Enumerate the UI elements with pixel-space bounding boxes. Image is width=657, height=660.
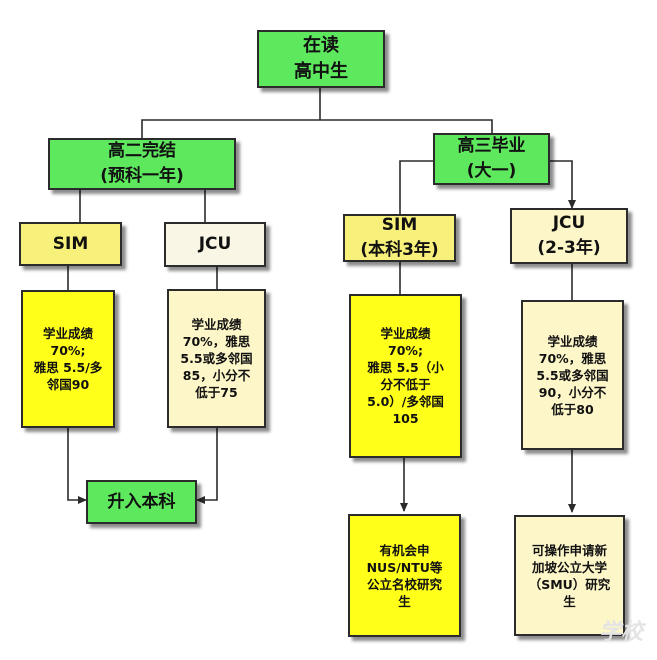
line-root-to-gao2	[141, 119, 320, 138]
line-req-jcu-to-upgrade	[196, 428, 218, 504]
requirements-jcu-left: 学业成绩 70%，雅思 5.5或多邻国 85，小分不 低于75	[167, 289, 266, 428]
node-jcu-left: JCU	[164, 222, 266, 267]
node-upgrade-to-undergraduate: 升入本科	[86, 480, 197, 524]
node-jcu-right: JCU (2-3年)	[510, 208, 628, 264]
line-gao3-to-jcu	[550, 160, 576, 209]
node-after-year-three: 高三毕业 (大一)	[433, 133, 550, 185]
requirements-sim-left: 学业成绩 70%; 雅思 5.5/多 邻国90	[21, 290, 115, 428]
line-gao3-to-sim	[399, 160, 433, 214]
outcome-jcu: 可操作申请新 加坡公立大学 （SMU）研究 生	[514, 515, 625, 636]
node-sim-right: SIM (本科3年)	[343, 214, 456, 262]
line-req-sim-to-upgrade	[67, 428, 87, 504]
outcome-sim: 有机会申 NUS/NTU等 公立名校研究 生	[348, 514, 461, 637]
node-after-year-two: 高二完结 (预科一年)	[48, 138, 236, 190]
node-sim-left: SIM	[19, 222, 122, 266]
requirements-jcu-right: 学业成绩 70%，雅思 5.5或多邻国 90，小分不 低于80	[521, 300, 624, 450]
node-current-high-school-student: 在读 高中生	[257, 30, 385, 88]
requirements-sim-right: 学业成绩 70%; 雅思 5.5（小 分不低于 5.0）/多邻国 105	[349, 294, 462, 458]
line-root-to-gao3	[320, 119, 493, 133]
watermark-logo: 学校	[598, 620, 643, 645]
